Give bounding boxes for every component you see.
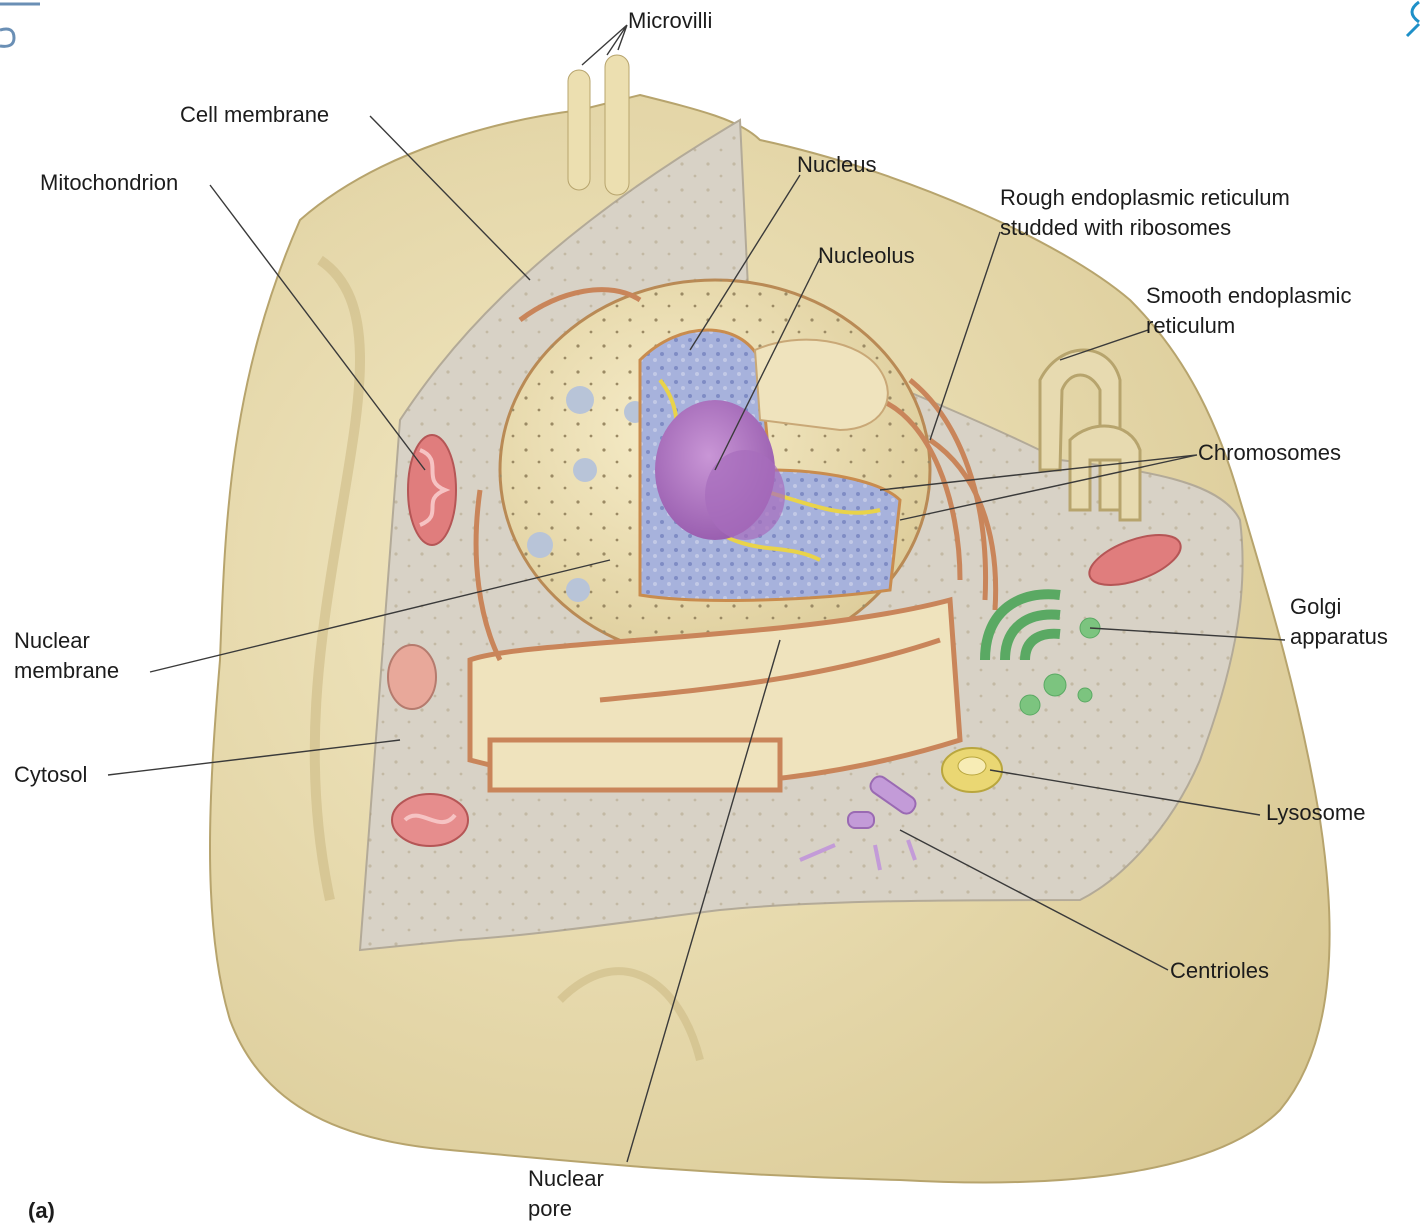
label-cell-membrane: Cell membrane	[180, 100, 329, 130]
label-nuclear-membrane: Nuclear membrane	[14, 626, 119, 686]
label-mitochondrion: Mitochondrion	[40, 168, 178, 198]
label-nucleolus: Nucleolus	[818, 241, 915, 271]
label-microvilli: Microvilli	[628, 6, 712, 36]
panel-label: (a)	[28, 1196, 55, 1226]
label-nuclear-pore: Nuclear pore	[528, 1164, 604, 1224]
vesicle-shape	[388, 645, 436, 709]
label-centrioles: Centrioles	[1170, 956, 1269, 986]
label-nucleus: Nucleus	[797, 150, 876, 180]
label-smooth-er: Smooth endoplasmic reticulum	[1146, 281, 1351, 341]
label-chromosomes: Chromosomes	[1198, 438, 1341, 468]
label-cytosol: Cytosol	[14, 760, 87, 790]
label-rough-er: Rough endoplasmic reticulum studded with…	[1000, 183, 1290, 243]
label-golgi-apparatus: Golgi apparatus	[1290, 592, 1388, 652]
label-lysosome: Lysosome	[1266, 798, 1365, 828]
